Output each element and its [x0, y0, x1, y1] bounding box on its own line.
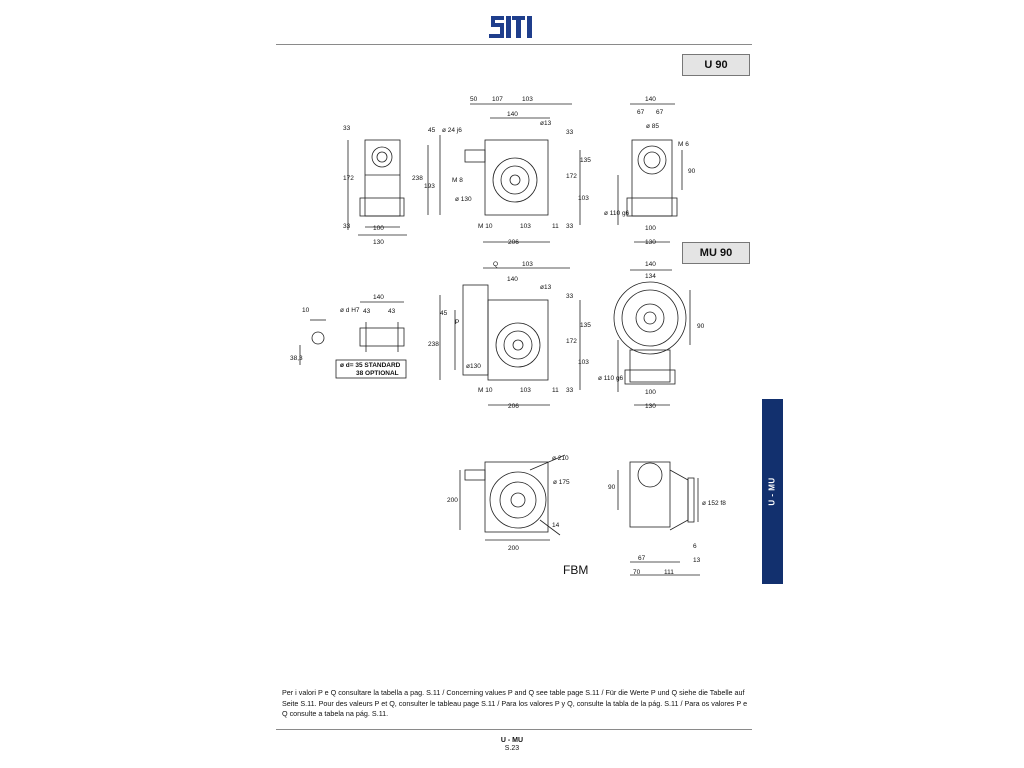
dim: 14	[552, 522, 560, 529]
dim: 67	[656, 109, 664, 116]
dim: ø 130	[455, 196, 472, 203]
dim: 33	[343, 125, 351, 132]
footer-title: U - MU	[500, 737, 524, 744]
dim: 43	[363, 308, 371, 315]
dim: 103	[520, 223, 531, 230]
dim: 134	[645, 273, 656, 280]
mu90-front-view	[439, 267, 581, 406]
bore-box-line1: ø d= 35 STANDARD	[340, 362, 401, 369]
dim: M 10	[478, 223, 493, 230]
dim: 45	[428, 127, 436, 134]
dim: 33	[566, 223, 574, 230]
dim: 140	[645, 96, 656, 103]
dim: 103	[578, 195, 589, 202]
fbm-front-view	[459, 454, 566, 541]
dim: 135	[580, 157, 591, 164]
dim: 90	[697, 323, 705, 330]
dim: ø 110 g6	[604, 210, 630, 217]
dim: ø 175	[553, 479, 570, 486]
dim: 13	[693, 557, 701, 564]
dim: ø13	[540, 120, 552, 127]
dim: 193	[424, 183, 435, 190]
dim: 45	[440, 310, 448, 317]
fbm-label: FBM	[563, 563, 589, 577]
dim: 70	[633, 569, 641, 576]
dim: 238	[428, 341, 439, 348]
page-number: S.23	[504, 745, 520, 752]
dim: ø13	[540, 284, 552, 291]
dim: 103	[578, 359, 589, 366]
footer-rule	[276, 729, 752, 730]
dim: 172	[343, 175, 354, 182]
u90-side-view	[347, 139, 407, 236]
dim: 100	[645, 225, 656, 232]
dim: 103	[522, 261, 533, 268]
dim: 172	[566, 338, 577, 345]
dim: 43	[388, 308, 396, 315]
dim: 103	[520, 387, 531, 394]
dim: 67	[638, 555, 646, 562]
siti-logo	[489, 16, 532, 38]
dim: 90	[608, 484, 616, 491]
dim: 33	[566, 387, 574, 394]
dim: 111	[664, 569, 674, 576]
dim: 200	[508, 545, 519, 552]
dim: 33	[566, 129, 574, 136]
dim: ø d H7	[340, 307, 360, 314]
dim: 130	[645, 403, 656, 410]
dim: Q	[493, 261, 498, 268]
dim: 67	[637, 109, 645, 116]
dim: 100	[645, 389, 656, 396]
dim: 11	[552, 223, 559, 230]
dim: 33	[343, 223, 351, 230]
dim: ø 85	[646, 123, 659, 130]
badge-mu90: MU 90	[682, 242, 750, 264]
header-rule	[276, 44, 752, 45]
dim: 238	[412, 175, 423, 182]
dim: 107	[492, 96, 503, 103]
dim: 38,3	[290, 355, 303, 362]
dim: 33	[566, 293, 574, 300]
dim: 135	[580, 322, 591, 329]
side-tab: U - MU	[762, 399, 783, 584]
dim: P	[455, 319, 459, 326]
dim: 103	[522, 96, 533, 103]
dim: M 10	[478, 387, 493, 394]
dim: 6	[693, 543, 697, 550]
badge-u90: U 90	[682, 54, 750, 76]
dimension-labels: 33 172 33 100 130 50 107 103 140 ø13 45 …	[290, 96, 726, 576]
dim: 100	[373, 225, 384, 232]
fbm-side-view	[617, 461, 700, 576]
bore-box-line2: 38 OPTIONAL	[356, 370, 399, 377]
dim: ø 110 g6	[598, 375, 624, 382]
dim: 130	[645, 239, 656, 246]
dim: ø 152 f8	[702, 500, 726, 507]
dim: 140	[645, 261, 656, 268]
dim: ø130	[466, 363, 481, 370]
dim: 200	[447, 497, 458, 504]
u90-right-view	[617, 103, 683, 243]
footnote: Per i valori P e Q consultare la tabella…	[282, 688, 748, 718]
dim: 140	[507, 276, 518, 283]
dim: M 8	[452, 177, 463, 184]
dim: 11	[552, 387, 559, 394]
dim: 130	[373, 239, 384, 246]
dim: ø 210	[552, 455, 569, 462]
dim: 140	[507, 111, 518, 118]
mu90-right-view	[613, 269, 691, 406]
dim: ø 24 j6	[442, 127, 462, 134]
mu90-bore-detail	[299, 301, 407, 379]
dim: 50	[470, 96, 478, 103]
dim: 140	[373, 294, 384, 301]
dim: 10	[302, 307, 310, 314]
dim: 90	[688, 168, 696, 175]
dim: 172	[566, 173, 577, 180]
dim: 206	[508, 403, 519, 410]
u90-front-view	[427, 103, 581, 243]
dim: M 6	[678, 141, 689, 148]
dim: 206	[508, 239, 519, 246]
